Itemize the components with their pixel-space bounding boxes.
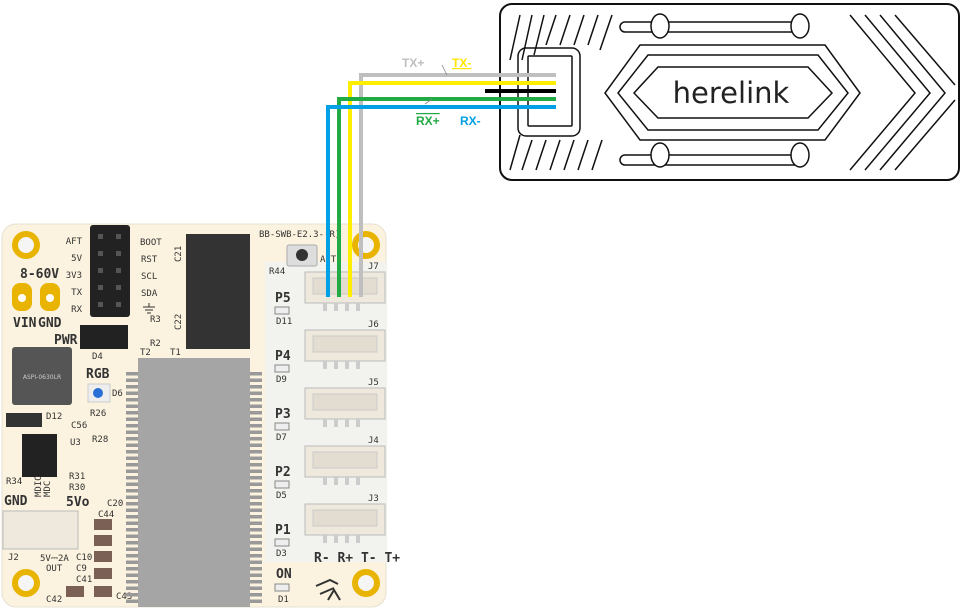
silkscreen-label: R- R+ T- T+: [314, 551, 400, 566]
silkscreen-label: C41: [76, 575, 92, 585]
silkscreen-label: P4: [275, 349, 291, 364]
inductor: [12, 347, 72, 405]
label-rx-plus: RX+: [416, 114, 440, 128]
silkscreen-label: GND: [38, 316, 62, 331]
silkscreen-label: P5: [275, 291, 291, 306]
wire-rx-plus: [337, 97, 556, 297]
silkscreen-label: MDC: [43, 481, 53, 497]
brand-logo-icon: [315, 578, 341, 601]
silkscreen-label: C42: [46, 595, 62, 605]
silkscreen-label: TX: [71, 288, 82, 298]
silkscreen-label: GND: [4, 494, 28, 509]
silkscreen-label: D11: [276, 317, 292, 327]
label-rx-minus: RX-: [460, 114, 481, 128]
silkscreen-label: R31: [69, 472, 85, 482]
silkscreen-label: D6: [112, 389, 123, 399]
silkscreen-label: C20: [107, 499, 123, 509]
silkscreen-label: C22: [174, 314, 184, 330]
rgb-led: [93, 388, 103, 398]
silkscreen-label: C10: [76, 553, 92, 563]
chip-u3: [22, 434, 57, 477]
label-tx-minus: TX-: [452, 56, 471, 70]
herelink-unit: herelink: [499, 3, 960, 181]
silkscreen-label: C21: [174, 246, 184, 262]
wires: [326, 73, 556, 297]
silkscreen-label: T2: [140, 348, 151, 358]
diode-d12: [6, 413, 42, 427]
chip-t1: [186, 234, 250, 349]
wire-tx-minus: [348, 81, 556, 297]
silkscreen-label: J5: [368, 378, 379, 388]
silkscreen-label: J4: [368, 436, 379, 446]
silkscreen-label: J7: [368, 262, 379, 272]
silkscreen-label: D7: [276, 433, 287, 443]
pin-header: [90, 225, 130, 317]
silkscreen-label: 5V: [71, 254, 82, 264]
silkscreen-label: R2: [150, 339, 161, 349]
silkscreen-label: AFT: [66, 237, 83, 247]
silkscreen-label: P3: [275, 407, 291, 422]
silkscreen-label: C9: [76, 564, 87, 574]
silkscreen-label: R34: [6, 477, 22, 487]
silkscreen-label: P2: [275, 465, 291, 480]
chip-t2: [138, 358, 250, 607]
silkscreen-label: D1: [278, 595, 289, 605]
ground-symbol-icon: [143, 303, 155, 314]
silkscreen-label: R30: [69, 483, 85, 493]
silkscreen-label: J3: [368, 494, 379, 504]
silkscreen-label: VIN: [13, 316, 37, 331]
silkscreen-label: 5V⎓2A: [40, 554, 69, 564]
silkscreen-label: U3: [70, 438, 81, 448]
silkscreen-label: C56: [71, 421, 87, 431]
silkscreen-label: J6: [368, 320, 379, 330]
diode-d4: [80, 325, 128, 349]
silkscreen-label: BB-SWB-E2.3-(R): [259, 230, 340, 240]
silkscreen-label: 3V3: [66, 271, 82, 281]
pcb-board: AFT 5V 3V3 TX RX BOOT RST SCL SDA 8-60V …: [1, 223, 400, 608]
silkscreen-label: 8-60V: [20, 267, 59, 282]
silkscreen-label: J2: [8, 553, 19, 563]
silkscreen-label: D5: [276, 491, 287, 501]
silkscreen-label: P1: [275, 523, 291, 538]
silkscreen-label: C43: [116, 592, 132, 602]
silkscreen-label: T1: [170, 348, 181, 358]
silkscreen-label: OUT: [46, 564, 63, 574]
silkscreen-label: R44: [269, 267, 285, 277]
label-tx-plus: TX+: [402, 56, 424, 70]
silkscreen-label: D12: [46, 412, 62, 422]
silkscreen-label: D9: [276, 375, 287, 385]
silkscreen-label: RST: [141, 255, 158, 265]
silkscreen-label: ASPI-0630LR: [23, 374, 61, 381]
silkscreen-label: 5Vo: [66, 495, 90, 510]
silkscreen-label: BOOT: [140, 238, 162, 248]
silkscreen-label: D4: [92, 352, 103, 362]
connector-j2: [2, 510, 79, 550]
silkscreen-label: R26: [90, 409, 106, 419]
silkscreen-label: MDIO: [34, 475, 44, 497]
silkscreen-label: RGB: [86, 367, 110, 382]
wire-rx-minus: [326, 105, 556, 297]
silkscreen-label: C44: [98, 510, 114, 520]
herelink-logo: herelink: [673, 76, 790, 110]
silkscreen-label: RX: [71, 305, 82, 315]
silkscreen-label: PWR: [54, 333, 78, 348]
silkscreen-label: SDA: [141, 289, 158, 299]
silkscreen-label: ON: [276, 567, 292, 582]
silkscreen-label: R3: [150, 315, 161, 325]
silkscreen-label: R28: [92, 435, 108, 445]
wire-tx-plus: [359, 73, 556, 297]
silkscreen-label: SCL: [141, 272, 157, 282]
silkscreen-label: D3: [276, 549, 287, 559]
